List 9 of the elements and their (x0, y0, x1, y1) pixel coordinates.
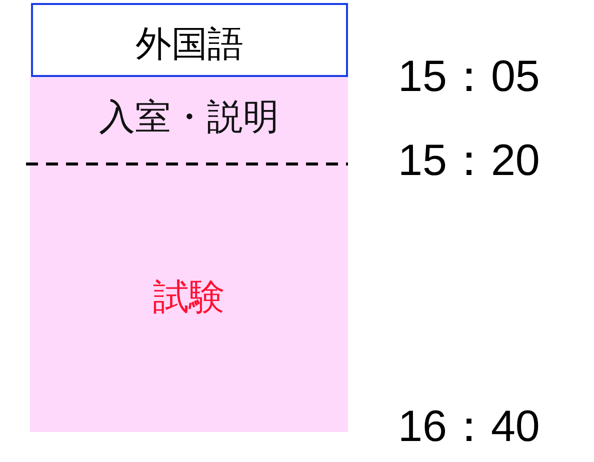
time-label: 15：20 (398, 136, 540, 186)
section-label: 試験 (152, 277, 226, 317)
time-label: 15：05 (398, 52, 540, 102)
section-label: 外国語 (134, 24, 244, 64)
section-label: 入室・説明 (98, 97, 280, 137)
time-label: 16：40 (398, 402, 540, 452)
band-section (30, 164, 348, 432)
header-box (31, 3, 348, 77)
band-section (30, 77, 348, 164)
